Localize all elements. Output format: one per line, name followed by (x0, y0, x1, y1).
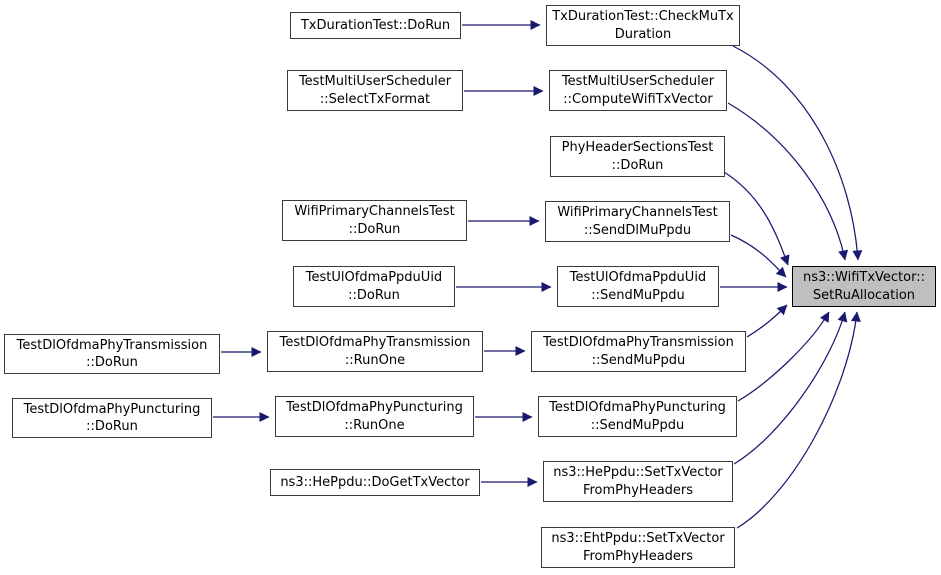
node-wifiprimarychannelstest-dorun[interactable]: WifiPrimaryChannelsTest ::DoRun (282, 200, 467, 241)
node-testulofdmappduuid-dorun[interactable]: TestUlOfdmaPpduUid ::DoRun (293, 266, 455, 307)
node-wifitxvector-setruallocation-target: ns3::WifiTxVector:: SetRuAllocation (792, 266, 936, 307)
node-testmultiuserscheduler-selecttxformat[interactable]: TestMultiUserScheduler ::SelectTxFormat (287, 70, 463, 111)
edge-ehtPpduSetTxVector-to-setRuAllocation (736, 311, 861, 529)
node-heppdu-settxvectorfromphyheaders[interactable]: ns3::HePpdu::SetTxVector FromPhyHeaders (543, 461, 733, 502)
edge-phyHeaderDoRun-to-setRuAllocation (723, 171, 790, 266)
edge-checkMuTxDuration-to-setRuAllocation (732, 45, 863, 261)
node-testdlofdmaphypuncturing-sendmuppdu[interactable]: TestDlOfdmaPhyPuncturing ::SendMuPpdu (538, 396, 737, 437)
node-testulofdmappduuid-sendmuppdu[interactable]: TestUlOfdmaPpduUid ::SendMuPpdu (557, 266, 719, 307)
edge-dlTransSendMuPpdu-to-setRuAllocation (746, 304, 788, 338)
node-testdlofdmaphytransmission-runone[interactable]: TestDlOfdmaPhyTransmission ::RunOne (267, 331, 483, 372)
edge-hePpduSetTxVector-to-setRuAllocation (733, 311, 848, 465)
node-wifiprimarychannelstest-senddlmuppdu[interactable]: WifiPrimaryChannelsTest ::SendDlMuPpdu (545, 201, 730, 242)
node-testdlofdmaphytransmission-sendmuppdu[interactable]: TestDlOfdmaPhyTransmission ::SendMuPpdu (531, 331, 746, 372)
node-txdurationtest-dorun[interactable]: TxDurationTest::DoRun (290, 12, 461, 39)
edge-sendDlMuPpdu-to-setRuAllocation (730, 234, 787, 278)
node-ehtppdu-settxvectorfromphyheaders[interactable]: ns3::EhtPpdu::SetTxVector FromPhyHeaders (541, 527, 735, 568)
node-heppdu-dogettxvector[interactable]: ns3::HePpdu::DoGetTxVector (270, 469, 480, 496)
node-testdlofdmaphypuncturing-runone[interactable]: TestDlOfdmaPhyPuncturing ::RunOne (275, 396, 474, 437)
node-testdlofdmaphytransmission-dorun[interactable]: TestDlOfdmaPhyTransmission ::DoRun (4, 334, 220, 374)
edge-computeWifiTxVector-to-setRuAllocation (727, 102, 849, 261)
node-testdlofdmaphypuncturing-dorun[interactable]: TestDlOfdmaPhyPuncturing ::DoRun (12, 398, 212, 438)
edge-dlPuncSendMuPpdu-to-setRuAllocation (737, 311, 830, 402)
node-txdurationtest-checkmutxduration[interactable]: TxDurationTest::CheckMuTx Duration (546, 5, 740, 46)
node-phyheadersectionstest-dorun[interactable]: PhyHeaderSectionsTest ::DoRun (550, 136, 725, 177)
node-testmultiuserscheduler-computewifitxvector[interactable]: TestMultiUserScheduler ::ComputeWifiTxVe… (549, 70, 727, 111)
